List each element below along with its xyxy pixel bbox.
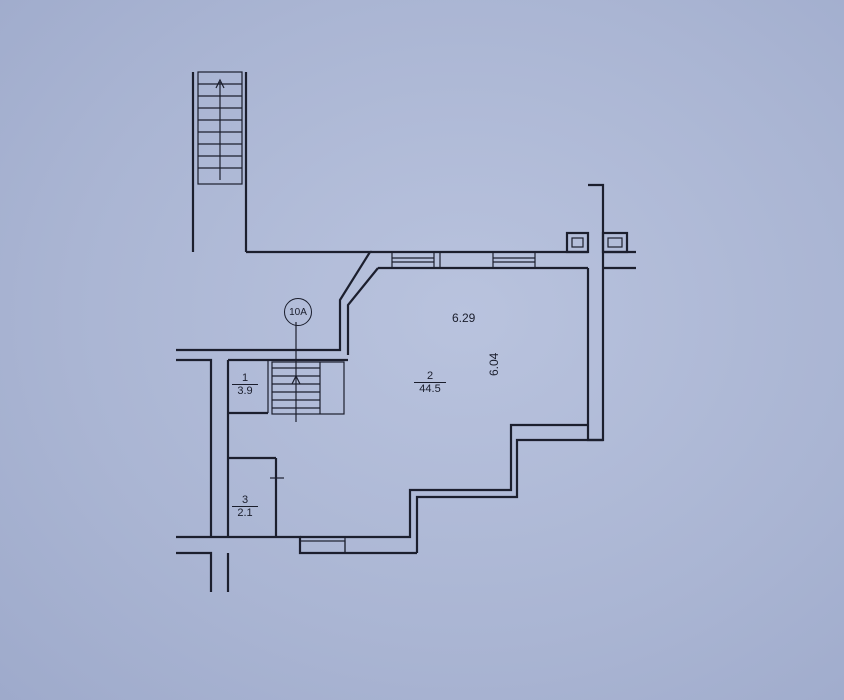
room-3-label: 3 2.1 <box>232 494 258 519</box>
right-wall <box>565 183 636 442</box>
main-room-label: 2 44.5 <box>414 370 446 395</box>
entrance-badge: 10А <box>284 298 312 326</box>
top-staircase <box>191 71 248 252</box>
dimension-height-label: 6.04 <box>487 352 501 376</box>
left-wall <box>176 358 348 537</box>
top-wall <box>176 250 588 355</box>
bottom-wall <box>176 535 417 592</box>
room-3-number: 3 <box>232 494 258 508</box>
room-1-label: 1 3.9 <box>232 372 258 397</box>
main-room-area: 44.5 <box>419 383 441 396</box>
room-1-area: 3.9 <box>237 385 253 398</box>
room-1-number: 1 <box>232 372 258 386</box>
room-3-area: 2.1 <box>237 507 253 520</box>
dimension-width-label: 6.29 <box>452 311 476 325</box>
lower-right-wall <box>300 423 603 553</box>
small-rooms <box>228 360 284 537</box>
main-room-number: 2 <box>414 370 446 384</box>
entrance-staircase <box>271 322 345 422</box>
